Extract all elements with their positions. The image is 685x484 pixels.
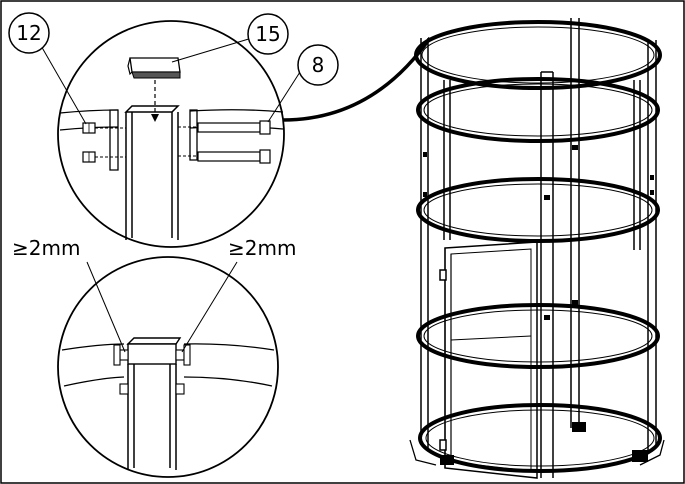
bottom-right-rail-lower [183,376,273,387]
gap-leader-right [181,261,238,353]
cage-bolt-dots[interactable] [423,145,654,465]
post-top-opening [124,105,180,113]
right-bolt-lower [197,149,271,164]
right-bracket [189,109,198,161]
bottom-bolt-left-upper [119,349,129,361]
bottom-post-tube [127,364,177,470]
bottom-plate-left [113,344,121,366]
callout-12: 12 [8,12,50,54]
callout-12-label: 12 [16,21,41,45]
bottom-cap-side [127,343,177,365]
callout-8-label: 8 [312,53,325,77]
bottom-left-rail-upper [61,343,125,351]
bottom-detail-view [57,256,279,478]
top-detail-view [39,20,301,248]
top-detail-circle [57,20,285,248]
callout-15-label: 15 [255,22,280,46]
cage-posts [420,18,657,478]
bottom-bolt-left-lower [119,383,129,395]
leader-8 [267,71,301,123]
cage-feet [409,439,665,466]
left-bracket [109,109,119,171]
callout-15: 15 [247,13,289,55]
bottom-left-rail-lower [63,376,125,387]
post-tube [125,112,179,240]
bottom-cap-top [126,337,182,345]
gap-right-label: ≥2mm [228,236,296,260]
left-bolt-upper [82,122,96,134]
bottom-plate-right [183,344,191,366]
gap-leader-left [86,261,126,353]
leader-15 [171,37,253,63]
callout-8: 8 [297,44,339,86]
left-bolt-lower [82,151,96,163]
right-bolt-upper [197,120,271,135]
bottom-detail-circle [57,256,279,478]
cage-assembly [409,18,665,479]
cage-door[interactable] [439,241,538,479]
post-cap [127,57,181,79]
cage-rings [414,20,662,473]
arrow-head [151,114,159,122]
leader-12 [39,43,87,125]
gap-left-label: ≥2mm [12,236,80,260]
bottom-right-rail-upper [183,343,275,351]
bottom-bolt-right-lower [175,383,185,395]
